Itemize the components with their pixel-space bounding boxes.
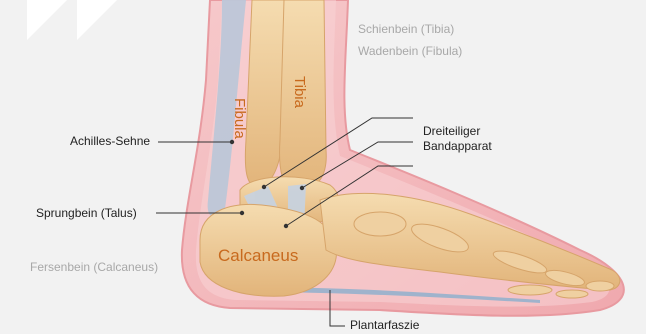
fibula-label-de: Wadenbein (Fibula) — [358, 44, 462, 58]
fibula-label: Fibula — [231, 98, 248, 139]
ligament-label-line2: Bandapparat — [423, 139, 492, 153]
calcaneus-label: Calcaneus — [218, 246, 298, 266]
plantar-label: Plantarfaszie — [350, 318, 419, 332]
calcaneus-label-de: Fersenbein (Calcaneus) — [30, 260, 158, 274]
tibia-label-de: Schienbein (Tibia) — [358, 22, 454, 36]
talus-label: Sprungbein (Talus) — [36, 206, 137, 220]
ligament-label-line1: Dreiteiliger — [423, 124, 480, 138]
logo-stripes — [27, 0, 117, 40]
tibia-label: Tibia — [291, 76, 308, 108]
achilles-label: Achilles-Sehne — [70, 134, 150, 148]
